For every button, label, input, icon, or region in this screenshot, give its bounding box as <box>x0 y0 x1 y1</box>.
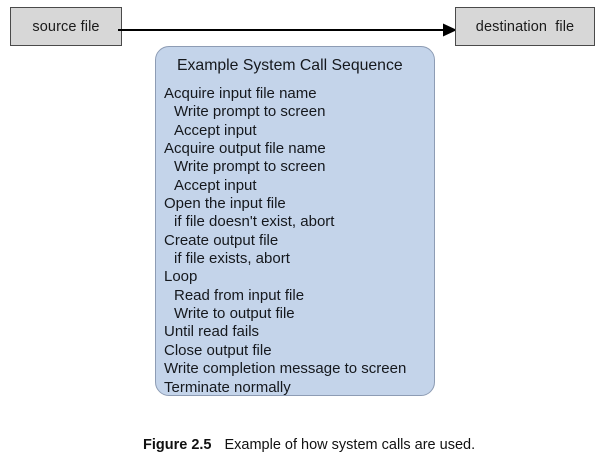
arrow-right-icon <box>118 23 457 37</box>
destination-file-box: destination file <box>455 7 595 46</box>
sequence-step: Terminate normally <box>164 378 291 396</box>
source-file-label: source file <box>32 18 100 35</box>
sequence-panel-title: Example System Call Sequence <box>177 57 403 74</box>
sequence-step: Write completion message to screen <box>164 360 407 378</box>
figure-caption: Figure 2.5 Example of how system calls ar… <box>0 421 602 469</box>
sequence-step: Acquire input file name <box>164 85 317 102</box>
sequence-step: if file exists, abort <box>174 250 290 268</box>
sequence-step: Write prompt to screen <box>174 103 326 121</box>
source-file-box: source file <box>10 7 122 46</box>
figure-caption-text: Example of how system calls are used. <box>224 437 476 453</box>
sequence-step: Loop <box>164 268 198 286</box>
sequence-step: Acquire output file name <box>164 140 326 158</box>
sequence-step: Create output file <box>164 231 279 249</box>
sequence-step: Read from input file <box>174 286 305 304</box>
sequence-step: Accept input <box>174 176 257 194</box>
sequence-step: Write prompt to screen <box>174 158 326 176</box>
sequence-step: Close output file <box>164 341 272 359</box>
system-call-sequence-panel: Example System Call Sequence Acquire inp… <box>155 46 435 396</box>
sequence-step: Accept input <box>174 121 257 139</box>
sequence-step: Open the input file <box>164 195 286 213</box>
sequence-step: if file doesn't exist, abort <box>174 213 335 231</box>
destination-file-label: destination file <box>475 18 575 35</box>
figure-caption-label: Figure 2.5 <box>142 437 212 453</box>
sequence-step: Write to output file <box>174 305 295 323</box>
figure-container: source file destination file Example Sys… <box>10 7 595 453</box>
sequence-step: Until read fails <box>164 323 260 341</box>
